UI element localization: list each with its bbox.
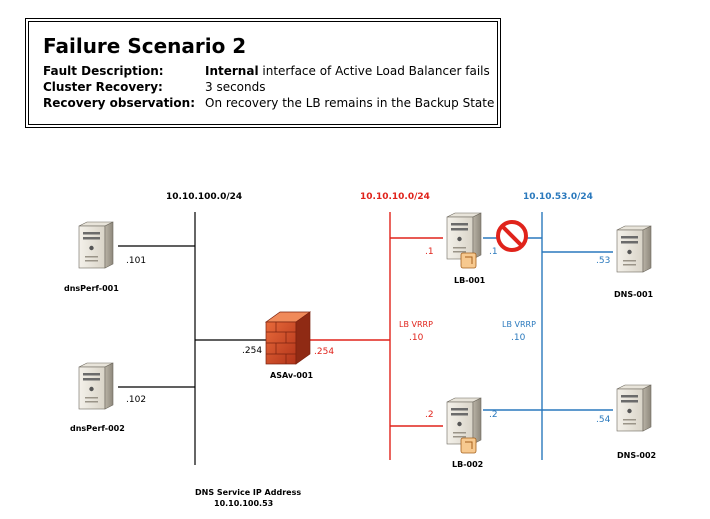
- row-key: Recovery observation:: [43, 96, 196, 110]
- dns-network-label: 10.10.53.0/24: [523, 192, 593, 202]
- server-icon: [446, 212, 482, 260]
- asa-name: ASAv-001: [270, 371, 314, 380]
- red-vrrp-ip: .10: [409, 333, 424, 343]
- lb2-name: LB-002: [452, 460, 484, 469]
- prohibited-icon: [496, 220, 528, 252]
- dnsperf1-name: dnsPerf-001: [64, 284, 119, 293]
- dnsperf1-ip: .101: [126, 256, 147, 266]
- lb1-ip-blue: .1: [489, 247, 498, 257]
- lb1-name: LB-001: [454, 276, 486, 285]
- lb2-ip-red: .2: [425, 410, 434, 420]
- server-icon: [78, 221, 114, 269]
- lb1-badge-icon: [460, 252, 477, 269]
- service-ip: 10.10.100.53: [214, 499, 274, 508]
- server-icon: [616, 225, 652, 273]
- blue-vrrp-label: LB VRRP: [502, 320, 536, 329]
- blue-vrrp-ip: .10: [511, 333, 526, 343]
- dns2-name: DNS-002: [617, 451, 657, 460]
- asa-ip-lb: .254: [314, 347, 335, 357]
- service-label: DNS Service IP Address: [195, 488, 302, 497]
- dns1-name: DNS-001: [614, 290, 654, 299]
- lb2-ip-blue: .2: [489, 410, 498, 420]
- asa-ip-mgmt: .254: [242, 346, 263, 356]
- row-value: 3 seconds: [205, 80, 266, 94]
- row-value: On recovery the LB remains in the Backup…: [205, 96, 495, 110]
- server-icon: [616, 384, 652, 432]
- dnsperf2-name: dnsPerf-002: [70, 424, 125, 433]
- lb1-ip-red: .1: [425, 247, 434, 257]
- dns2-ip: .54: [596, 415, 611, 425]
- mgmt-network-label: 10.10.100.0/24: [166, 192, 243, 202]
- scenario-title: Failure Scenario 2: [43, 34, 247, 58]
- dnsperf2-ip: .102: [126, 395, 147, 405]
- dns1-ip: .53: [596, 256, 611, 266]
- scenario-box: Failure Scenario 2 Fault Description: In…: [25, 18, 501, 128]
- firewall-icon: [264, 311, 312, 365]
- lb2-badge-icon: [460, 437, 477, 454]
- row-key: Cluster Recovery:: [43, 80, 163, 94]
- red-vrrp-label: LB VRRP: [399, 320, 433, 329]
- row-key: Fault Description:: [43, 64, 164, 78]
- row-value: Internal interface of Active Load Balanc…: [205, 64, 490, 78]
- lb-network-label: 10.10.10.0/24: [360, 192, 430, 202]
- server-icon: [78, 362, 114, 410]
- server-icon: [446, 397, 482, 445]
